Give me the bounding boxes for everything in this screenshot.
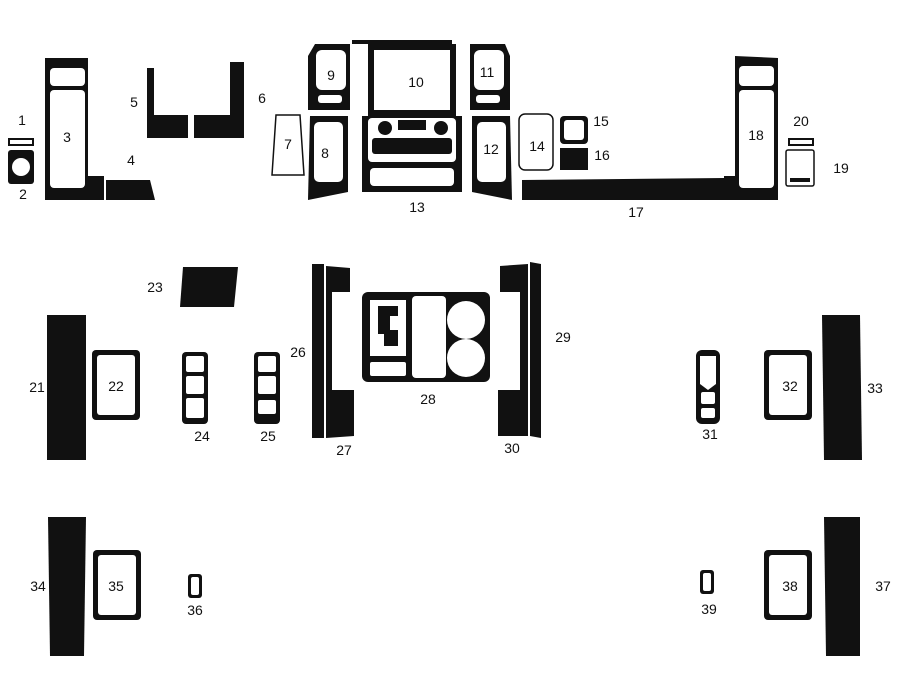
- part-label-18: 18: [748, 127, 764, 143]
- part-19-stripe: [790, 178, 810, 182]
- part-20-cutout: [790, 140, 812, 144]
- part-18-cutout-main: [739, 90, 774, 188]
- part-6-shape: [194, 62, 244, 138]
- part-label-30: 30: [504, 440, 520, 456]
- part-13-cutout-lower: [370, 168, 454, 186]
- part-23-shape: [180, 267, 238, 307]
- part-25-cutout-2: [258, 376, 276, 394]
- part-28-lower-cutout: [370, 362, 406, 376]
- part-label-25: 25: [260, 428, 276, 444]
- part-label-14: 14: [529, 138, 545, 154]
- part-19-shape: [785, 149, 815, 187]
- part-28-cupholder-2: [447, 339, 485, 377]
- part-label-15: 15: [593, 113, 609, 129]
- part-label-2: 2: [19, 186, 27, 202]
- part-29-shape: [530, 262, 541, 438]
- part-21-shape: [47, 315, 86, 460]
- part-24-cutout-1: [186, 356, 204, 372]
- part-label-39: 39: [701, 601, 717, 617]
- part-label-1: 1: [18, 112, 26, 128]
- part-30-shape: [498, 264, 528, 436]
- part-label-11: 11: [480, 64, 495, 80]
- part-31-cutout-1: [700, 356, 716, 390]
- part-label-13: 13: [409, 199, 425, 215]
- part-label-31: 31: [702, 426, 718, 442]
- part-label-23: 23: [147, 279, 163, 295]
- part-24-cutout-3: [186, 398, 204, 418]
- part-label-26: 26: [290, 344, 306, 360]
- part-36-cutout: [191, 577, 199, 595]
- part-17-shape: [522, 178, 724, 200]
- part-31-cutout-3: [701, 408, 715, 418]
- part-label-37: 37: [875, 578, 891, 594]
- part-label-21: 21: [29, 379, 45, 395]
- part-label-10: 10: [408, 74, 424, 90]
- part-label-20: 20: [793, 113, 809, 129]
- part-label-4: 4: [127, 152, 135, 168]
- part-label-22: 22: [108, 378, 124, 394]
- part-label-32: 32: [782, 378, 798, 394]
- part-25-cutout-3: [258, 400, 276, 414]
- part-label-24: 24: [194, 428, 210, 444]
- part-27-shape: [326, 266, 354, 438]
- part-9-cutout: [316, 50, 346, 90]
- part-4-shape: [106, 180, 155, 200]
- part-13-button-strip: [398, 120, 426, 130]
- part-label-9: 9: [327, 67, 335, 83]
- part-18-cutout-top: [739, 66, 774, 86]
- part-22-cutout: [97, 355, 135, 415]
- part-label-35: 35: [108, 578, 124, 594]
- part-5-shape: [147, 68, 188, 138]
- part-label-17: 17: [628, 204, 644, 220]
- part-15-cutout: [564, 120, 584, 140]
- part-35-cutout: [98, 555, 136, 615]
- part-1-cutout: [10, 140, 32, 144]
- part-16-shape: [560, 148, 588, 170]
- part-39-cutout: [703, 573, 711, 591]
- part-7-shape: [271, 114, 305, 176]
- part-label-8: 8: [321, 145, 329, 161]
- part-2-cutout: [12, 158, 30, 176]
- part-3-cutout-top: [50, 68, 85, 86]
- part-label-3: 3: [63, 129, 71, 145]
- part-34-shape: [48, 517, 86, 656]
- part-26-shape: [312, 264, 324, 438]
- part-13-button-row: [372, 138, 452, 154]
- part-label-34: 34: [30, 578, 46, 594]
- part-10-cutout: [374, 50, 450, 110]
- part-label-36: 36: [187, 602, 203, 618]
- part-label-7: 7: [284, 136, 292, 152]
- part-label-12: 12: [483, 141, 499, 157]
- part-label-28: 28: [420, 391, 436, 407]
- part-12-cutout: [477, 122, 506, 182]
- part-28-cupholder-1: [447, 301, 485, 339]
- part-label-16: 16: [594, 147, 610, 163]
- part-33-shape: [822, 315, 862, 460]
- part-11-cutout: [474, 50, 504, 90]
- part-31-cutout-2: [701, 392, 715, 404]
- part-37-shape: [824, 517, 860, 656]
- part-label-29: 29: [555, 329, 571, 345]
- part-25-cutout-1: [258, 356, 276, 372]
- part-8-cutout: [314, 122, 343, 182]
- part-10-top-strip: [352, 40, 452, 44]
- part-label-38: 38: [782, 578, 798, 594]
- part-label-5: 5: [130, 94, 138, 110]
- part-28-tray-cutout: [412, 296, 446, 378]
- part-label-27: 27: [336, 442, 352, 458]
- part-label-19: 19: [833, 160, 849, 176]
- part-32-cutout: [769, 355, 807, 415]
- part-13-knob-right: [434, 121, 448, 135]
- part-label-33: 33: [867, 380, 883, 396]
- part-11-vent: [476, 95, 500, 103]
- part-9-vent: [318, 95, 342, 103]
- part-38-cutout: [769, 555, 807, 615]
- part-28-shifter-gate: [378, 306, 398, 346]
- part-14-shape: [518, 113, 554, 171]
- part-3-cutout-main: [50, 90, 85, 188]
- part-label-6: 6: [258, 90, 266, 106]
- part-24-cutout-2: [186, 376, 204, 394]
- part-13-knob-left: [378, 121, 392, 135]
